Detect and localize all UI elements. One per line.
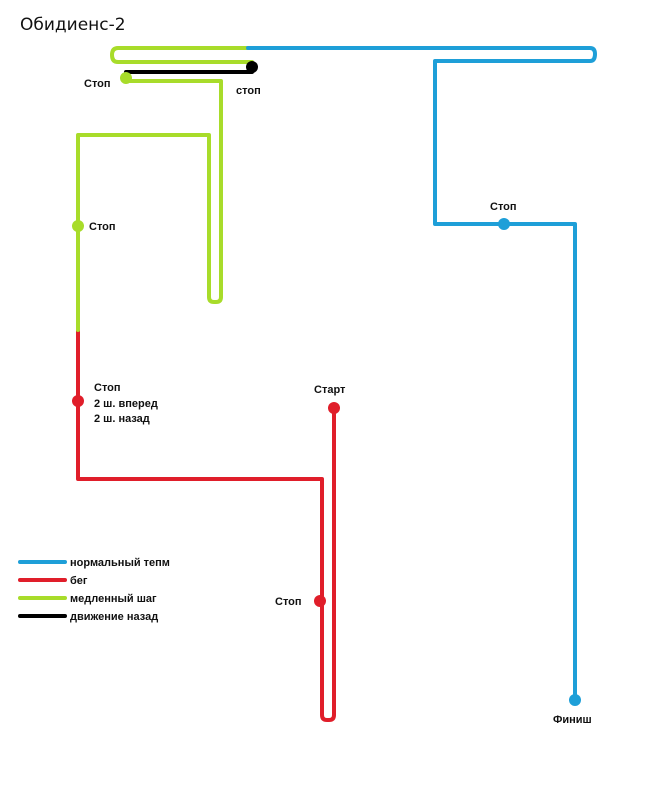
label-stop-blue: Стоп xyxy=(490,201,517,213)
legend-item-back: движение назад xyxy=(18,611,158,623)
label-stop-red-left: Стоп xyxy=(94,382,121,394)
slow-walk-path xyxy=(76,74,223,332)
legend-item-normal: нормальный тепм xyxy=(18,557,170,569)
legend-label-normal: нормальный тепм xyxy=(70,557,170,569)
diagram-title: Обидиенс-2 xyxy=(20,15,126,35)
legend-item-slow: медленный шаг xyxy=(18,593,157,605)
legend-label-back: движение назад xyxy=(70,611,158,623)
label-stop-red-bottom: Стоп xyxy=(275,596,302,608)
legend-item-run: бег xyxy=(18,575,88,587)
label-two-steps-back: 2 ш. назад xyxy=(94,413,150,425)
run-path xyxy=(76,328,336,722)
legend-label-run: бег xyxy=(70,575,88,587)
start-point xyxy=(328,402,340,414)
label-start: Старт xyxy=(314,384,346,396)
label-two-steps-forward: 2 ш. вперед xyxy=(94,398,158,410)
slow-walk-path-top xyxy=(110,46,254,64)
stop-point-green-mid xyxy=(72,220,84,232)
stop-point-top-right xyxy=(246,61,258,73)
stop-point-red-bottom xyxy=(314,595,326,607)
stop-point-blue xyxy=(498,218,510,230)
stop-point-top-left xyxy=(120,72,132,84)
stop-point-red-left xyxy=(72,395,84,407)
finish-point xyxy=(569,694,581,706)
label-stop-top-right: стоп xyxy=(236,85,261,97)
label-finish: Финиш xyxy=(553,714,592,726)
label-stop-top-left: Стоп xyxy=(84,78,111,90)
label-stop-green-mid: Стоп xyxy=(89,221,116,233)
normal-pace-path xyxy=(246,46,597,702)
backward-path xyxy=(124,65,254,74)
legend: нормальный тепм бег медленный шаг движен… xyxy=(18,557,170,623)
legend-label-slow: медленный шаг xyxy=(70,593,157,605)
